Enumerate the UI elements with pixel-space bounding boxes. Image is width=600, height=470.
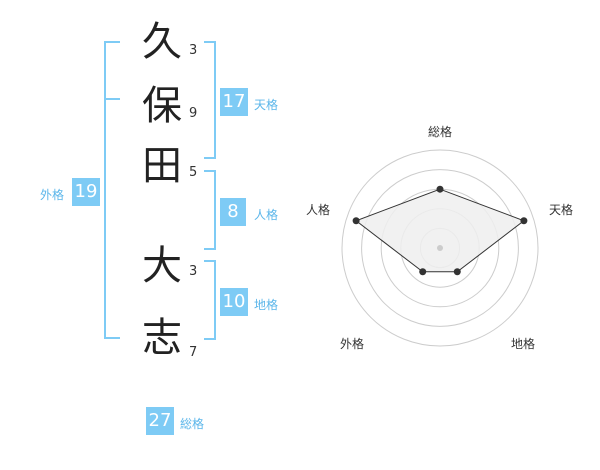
radar-center-dot xyxy=(437,245,443,251)
chikaku-bracket-top xyxy=(204,260,216,262)
tenkaku-bracket-vertical xyxy=(214,41,216,159)
soukaku-value: 27 xyxy=(146,407,174,435)
chikaku-value: 10 xyxy=(220,288,248,316)
tenkaku-bracket-top xyxy=(204,41,216,43)
name-char-5: 志 xyxy=(142,315,182,361)
gaikaku-bracket-bottom xyxy=(104,337,120,339)
name-char-1: 久 xyxy=(142,19,182,65)
jinkaku-label: 人格 xyxy=(254,208,279,222)
radar-point xyxy=(419,268,427,276)
chikaku-bracket-vertical xyxy=(214,260,216,340)
radar-axis-label-jinkaku: 人格 xyxy=(306,203,331,217)
stroke-count-3: 5 xyxy=(189,165,198,180)
radar-area xyxy=(355,188,525,273)
radar-ring xyxy=(341,149,539,347)
tenkaku-label: 天格 xyxy=(254,98,279,112)
gaikaku-bracket-top xyxy=(104,41,120,43)
radar-point xyxy=(520,217,528,225)
stroke-count-5: 7 xyxy=(189,345,198,360)
jinkaku-bracket-vertical xyxy=(214,170,216,250)
chikaku-bracket-bottom xyxy=(204,338,216,340)
gaikaku-value: 19 xyxy=(72,178,100,206)
chikaku-label: 地格 xyxy=(254,298,279,312)
radar-ring xyxy=(361,169,519,327)
radar-point xyxy=(436,185,444,193)
stroke-count-2: 9 xyxy=(189,106,198,121)
jinkaku-bracket-bottom xyxy=(204,248,216,250)
name-char-4: 大 xyxy=(142,243,182,289)
radar-point xyxy=(453,268,461,276)
tenkaku-bracket-bottom xyxy=(204,157,216,159)
tenkaku-value: 17 xyxy=(220,88,248,116)
radar-points xyxy=(352,185,528,276)
gaikaku-bracket-vertical xyxy=(104,41,106,339)
radar-point xyxy=(352,217,360,225)
radar-axis-label-gaikaku: 外格 xyxy=(340,337,365,351)
radar-axis-label-soukaku: 総格 xyxy=(428,125,453,139)
soukaku-label: 総格 xyxy=(180,417,205,431)
radar-axis-label-chikaku: 地格 xyxy=(511,337,536,351)
gaikaku-label: 外格 xyxy=(40,188,65,202)
name-char-3: 田 xyxy=(142,143,182,189)
jinkaku-bracket-top xyxy=(204,170,216,172)
jinkaku-value: 8 xyxy=(220,198,246,226)
name-char-2: 保 xyxy=(142,83,182,129)
radar-axis-label-tenkaku: 天格 xyxy=(549,203,574,217)
stroke-count-4: 3 xyxy=(189,264,198,279)
stroke-count-1: 3 xyxy=(189,43,198,58)
gaikaku-bracket-mid xyxy=(104,98,120,100)
